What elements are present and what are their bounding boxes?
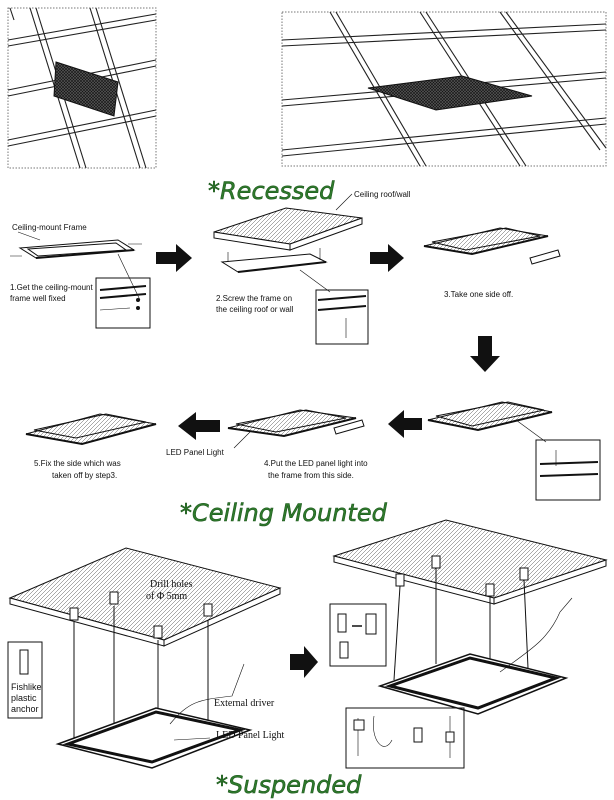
label-external-driver: External driver: [214, 698, 275, 709]
step2-detail-box: [299, 269, 369, 345]
label-ceiling-roof-wall: Ceiling roof/wall: [354, 190, 411, 199]
label-fishlike-3: anchor: [11, 704, 39, 714]
section-title-ceiling-mounted: *Ceiling Mounted: [180, 499, 388, 527]
arrow-right-1: [156, 244, 192, 272]
recessed-panel-left: [53, 61, 119, 117]
step1-detail-box: [95, 277, 151, 329]
step4-frame-middle: [227, 409, 365, 449]
arrow-down: [470, 336, 500, 372]
suspended-right-ceiling: [332, 519, 608, 605]
fishlike-anchor-box: Fishlike plastic anchor: [7, 641, 43, 719]
step2-frame: [220, 248, 328, 273]
step1-text-line1: 1.Get the ceiling-mount: [10, 283, 93, 292]
step2-ceiling-slab: [213, 207, 363, 251]
anchors-left: [69, 591, 213, 639]
label-fishlike-1: Fishlike: [11, 682, 42, 692]
arrow-right-2: [370, 244, 404, 272]
label-drill-holes-line2: of Φ 5mm: [146, 591, 187, 602]
step2-text-line2: the ceiling roof or wall: [216, 305, 294, 314]
suspension-cables-left: [73, 606, 209, 752]
panel-suspended-right: [377, 653, 569, 715]
anchors-right: [395, 555, 529, 597]
label-drill-holes-line1: Drill holes: [150, 579, 193, 590]
suspension-cables-right: [393, 568, 529, 696]
panel-suspended-left: [55, 707, 253, 769]
step5-text-line1: 5.Fix the side which was: [34, 459, 121, 468]
cable-detail-box: [345, 707, 465, 769]
recessed-grid-ceiling-left: [7, 7, 157, 169]
step4-frame-right: [427, 401, 553, 443]
step2-text-line1: 2.Screw the frame on: [216, 294, 292, 303]
step3-text: 3.Take one side off.: [444, 290, 513, 299]
step1-text-line2: frame well fixed: [10, 294, 66, 303]
section-title-recessed: *Recessed: [208, 177, 335, 205]
step1-frame: Ceiling-mount Frame: [10, 223, 142, 301]
arrow-left-2: [178, 412, 220, 440]
step5-text-line2: taken off by step3.: [52, 471, 117, 480]
recessed-panel-right: [367, 75, 533, 111]
recessed-grid-ceiling-right: [281, 11, 607, 167]
step4-text-line2: the frame from this side.: [268, 471, 354, 480]
label-led-panel-light-serif: LED Panel Light: [216, 730, 285, 741]
label-ceiling-mount-frame: Ceiling-mount Frame: [12, 223, 87, 232]
step3-frame: [423, 227, 561, 265]
label-fishlike-2: plastic: [11, 693, 37, 703]
arrow-left-1: [388, 410, 422, 438]
anchor-detail-box: [329, 603, 387, 667]
section-title-suspended: *Suspended: [216, 771, 362, 799]
step4-detail-box: [535, 439, 601, 501]
label-led-panel-light: LED Panel Light: [166, 448, 225, 457]
arrow-right-3: [290, 646, 318, 678]
step5-frame: [25, 413, 157, 446]
suspended-left-ceiling: [8, 547, 282, 647]
step4-text-line1: 4.Put the LED panel light into: [264, 459, 368, 468]
